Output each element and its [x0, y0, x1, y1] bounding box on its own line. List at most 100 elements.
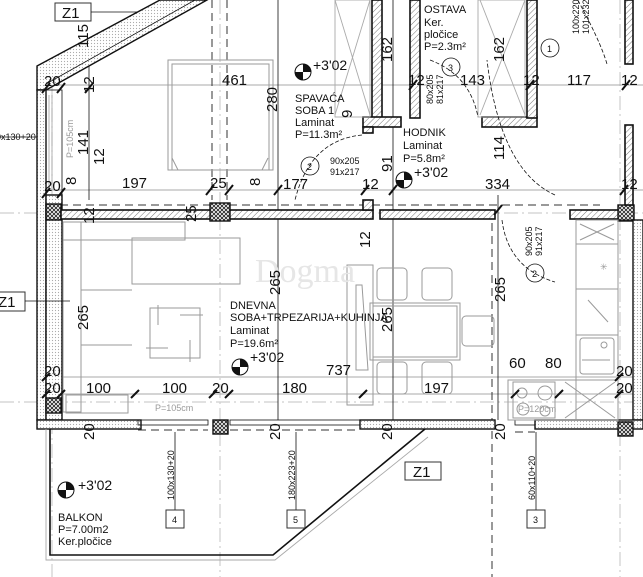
door-size: 90x205	[524, 226, 534, 256]
dim-label: 461	[222, 72, 247, 89]
section-tag-z1-left: Z1	[0, 294, 16, 311]
dim-label: 20	[492, 423, 509, 440]
balcony-outline	[45, 428, 429, 561]
dim-label: 114	[491, 136, 508, 160]
dim-label: 12	[362, 176, 379, 193]
window-labels: 100x130+20 4 180x223+20 5 60x110+20 3 10…	[0, 132, 538, 525]
dimension-ticks	[41, 79, 631, 399]
dim-label: 80	[545, 355, 562, 372]
dim-label: 265	[492, 277, 509, 302]
room-label-storage: OSTAVA Ker. pločice P=2.3m²	[424, 4, 467, 53]
storage-cross-lines	[334, 0, 526, 118]
elevation-markers	[57, 63, 413, 499]
dim-label: 265	[267, 270, 284, 295]
window-size: 100x130+20	[166, 450, 176, 500]
door-number: 3	[448, 63, 453, 73]
elevation-label-hallway: +3'02	[414, 164, 448, 180]
door-size: 91x217	[534, 226, 544, 256]
elevation-label-bedroom: +3'02	[313, 57, 347, 73]
dim-label: 177	[283, 176, 308, 193]
dim-label: 197	[122, 175, 147, 192]
dim-label: 265	[379, 307, 396, 332]
dim-label: 12	[91, 148, 108, 165]
bottom-exterior-wall	[36, 419, 643, 437]
dim-label: 162	[491, 37, 508, 62]
dim-label: 12	[523, 72, 540, 89]
dim-label: 100	[162, 380, 187, 397]
room-name: DNEVNA	[230, 300, 277, 312]
dim-label: 8	[63, 177, 80, 185]
dim-label: 265	[75, 305, 92, 330]
door-number: 2	[532, 269, 537, 279]
watermark: Dogma	[255, 253, 355, 290]
door-number: 1	[547, 44, 552, 54]
dim-label: 25	[210, 175, 227, 192]
room-floor: Laminat	[295, 117, 334, 129]
room-area: P=11.3m²	[295, 129, 343, 141]
room-area: P=19.6m²	[230, 338, 278, 350]
door-labels: 2 90x205 91x217 3 80x205 81x217 1 100x22…	[307, 0, 591, 279]
svg-text:✳: ✳	[600, 262, 608, 272]
dim-label: 12	[621, 176, 638, 193]
dim-label: 12	[408, 72, 425, 89]
window-size: 100x130+20	[0, 132, 36, 142]
dimension-lines	[40, 0, 643, 577]
dim-label: 737	[326, 362, 351, 379]
dim-label: 20	[44, 380, 61, 397]
dim-label: 143	[460, 72, 485, 89]
sofa	[62, 221, 241, 414]
room-floor: Ker.pločice	[58, 536, 112, 548]
dim-label: 12	[81, 207, 98, 224]
interior-walls	[60, 0, 643, 421]
room-label-hallway: HODNIK Laminat P=5.8m²	[403, 127, 446, 165]
door-number-circles	[300, 38, 560, 283]
dim-label: 141	[75, 130, 92, 155]
door-size: 80x205	[425, 74, 435, 104]
window-size: 60x110+20	[527, 456, 537, 500]
dim-label: 100	[86, 380, 111, 397]
room-floor: Laminat	[403, 140, 442, 152]
window-size: 180x223+20	[287, 450, 297, 500]
room-name: SOBA+TRPEZARIJA+KUHINJA	[230, 312, 388, 324]
dim-label: 334	[485, 176, 510, 193]
bed	[167, 59, 274, 171]
dim-label: 12	[81, 76, 98, 93]
dimension-labels: 115 20 12 141 12 20 8 461 280 197 25 8 1…	[44, 24, 638, 440]
room-label-living: DNEVNA SOBA+TRPEZARIJA+KUHINJA Laminat P…	[230, 300, 388, 350]
dim-label: 9	[339, 110, 356, 118]
door-swings	[294, 0, 608, 283]
left-exterior-wall	[36, 89, 63, 421]
dim-label: 180	[282, 380, 307, 397]
dim-label: 20	[81, 423, 98, 440]
dim-label: 20	[616, 363, 633, 380]
room-area: P=2.3m²	[424, 41, 466, 53]
elevation-label-living: +3'02	[250, 349, 284, 365]
room-floor: Ker.	[424, 17, 444, 29]
dim-label: 91	[379, 155, 396, 172]
dim-label: 8	[247, 178, 264, 186]
window-tags	[0, 136, 546, 529]
dim-label: 20	[616, 380, 633, 397]
dim-label: 280	[264, 87, 281, 112]
dim-label: 20	[267, 423, 284, 440]
parapet-height: P=120cm	[518, 404, 556, 414]
room-label-bedroom: SPAVAĆA SOBA 1 Laminat P=11.3m²	[295, 92, 345, 141]
door-size: 81x217	[435, 74, 445, 104]
dim-label: 20	[44, 178, 61, 195]
room-name: BALKON	[58, 512, 103, 524]
dim-label: 12	[621, 72, 638, 89]
elevation-label-balcony: +3'02	[78, 477, 112, 493]
section-tag-z1-top: Z1	[62, 5, 80, 22]
door-size: 91x217	[330, 167, 360, 177]
room-floor: pločice	[424, 29, 458, 41]
dim-label: 20	[44, 73, 61, 90]
dining-table	[346, 264, 495, 406]
room-name: OSTAVA	[424, 4, 467, 16]
room-area: P=5.8m²	[403, 153, 445, 165]
dim-label: 12	[357, 231, 374, 248]
dim-label: 20	[44, 363, 61, 380]
door-size: 100x220	[571, 0, 581, 34]
door-size: 101x232	[581, 0, 591, 34]
parapet-height: P=105cm	[65, 120, 75, 158]
